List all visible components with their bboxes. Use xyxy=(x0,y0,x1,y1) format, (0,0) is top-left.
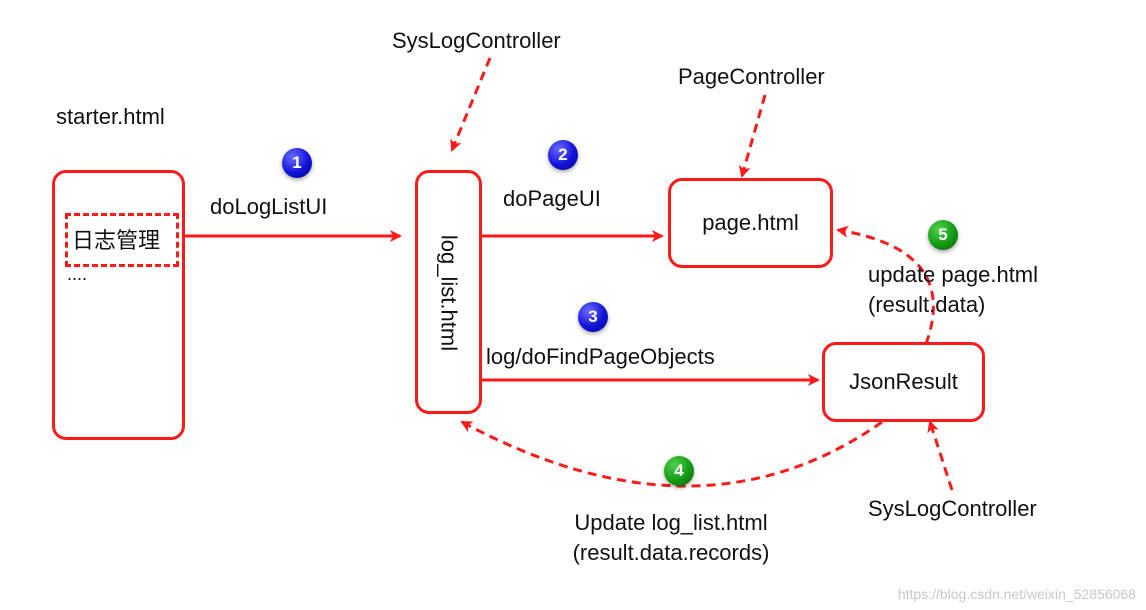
label-starter: starter.html xyxy=(56,104,165,129)
label-update-log-line2: (result.data.records) xyxy=(572,540,770,565)
box-starter: 日志管理 .... xyxy=(52,170,185,440)
label-do-log-list-ui: doLogListUI xyxy=(210,194,328,219)
menu-item-log-management[interactable]: 日志管理 xyxy=(65,213,179,267)
label-page-html: page.html xyxy=(702,210,799,235)
arrow-update-page xyxy=(836,225,935,345)
box-page-html: page.html xyxy=(668,178,833,268)
box-json-result: JsonResult xyxy=(822,342,985,422)
label-update-page-line2: (result.data) xyxy=(868,292,986,317)
step-badge-4: 4 xyxy=(664,456,694,486)
step-badge-2: 2 xyxy=(548,140,578,170)
step-badge-1: 1 xyxy=(282,148,312,178)
label-update-page-line1: update page.html xyxy=(868,262,1039,287)
arrow-syslog-bottom xyxy=(927,420,954,491)
watermark: https://blog.csdn.net/weixin_52856068 xyxy=(897,586,1136,602)
label-page-controller: PageController xyxy=(678,64,825,89)
label-do-page-ui: doPageUI xyxy=(503,186,601,211)
box-log-list: log_list.html xyxy=(415,170,482,414)
label-syslog-controller-top: SysLogController xyxy=(392,28,561,53)
label-log-list: log_list.html xyxy=(436,234,462,352)
menu-more: .... xyxy=(67,264,88,284)
arrow-syslog-top xyxy=(450,57,492,152)
label-update-log-line1: Update log_list.html xyxy=(574,510,768,535)
step-badge-3: 3 xyxy=(578,302,608,332)
label-find-page-objects: log/doFindPageObjects xyxy=(486,344,715,369)
step-badge-5: 5 xyxy=(928,220,958,250)
label-json-result: JsonResult xyxy=(849,369,958,394)
menu-item-label: 日志管理 xyxy=(72,228,161,253)
label-syslog-controller-bottom: SysLogController xyxy=(868,496,1037,521)
arrow-page-controller xyxy=(738,94,767,178)
